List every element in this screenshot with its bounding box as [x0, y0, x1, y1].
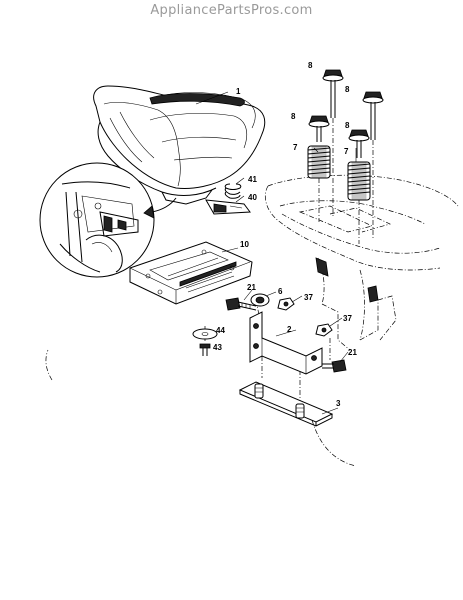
callout-43: 43 [213, 343, 222, 352]
bolt-8-right-top [362, 91, 384, 140]
callout-1: 1 [236, 87, 241, 96]
callout-labels: 1 2 3 6 7 7 8 8 8 8 10 21 21 37 37 40 41… [213, 61, 357, 408]
callout-8-top-left: 8 [308, 61, 313, 70]
callout-10: 10 [240, 240, 249, 249]
seat-pan [129, 241, 253, 305]
callout-41: 41 [248, 175, 257, 184]
screw-43 [199, 343, 211, 356]
bolt-8-left-top [322, 69, 344, 118]
plate-3 [238, 381, 334, 427]
callout-37-upper: 37 [304, 293, 313, 302]
callout-7-right: 7 [344, 147, 349, 156]
leader-lines [195, 91, 357, 415]
nut-37-upper [277, 297, 295, 311]
site-watermark: AppliancePartsPros.com [150, 3, 313, 18]
latch-parts [205, 183, 251, 215]
callout-2: 2 [287, 325, 292, 334]
nut-37-lower [315, 323, 333, 337]
callout-7-left: 7 [293, 143, 298, 152]
bolt-21-right [322, 359, 347, 373]
latch-detail-circle [39, 162, 177, 278]
callout-8-mid-left: 8 [291, 112, 296, 121]
callout-6: 6 [278, 287, 283, 296]
callout-3: 3 [336, 399, 341, 408]
seat [93, 85, 266, 205]
bracket-2 [249, 311, 323, 375]
callout-8-mid-right: 8 [345, 121, 350, 130]
callout-37-lower: 37 [343, 314, 352, 323]
callout-40: 40 [248, 193, 257, 202]
spring-7-right [347, 161, 371, 201]
callout-8-top-right: 8 [345, 85, 350, 94]
bolt-8-right-mid [348, 129, 370, 158]
bolt-21-left [225, 297, 257, 311]
tractor-frame-outline [45, 174, 459, 467]
bolt-8-left-mid [308, 115, 330, 142]
callout-21-left: 21 [247, 283, 256, 292]
callout-21-right: 21 [348, 348, 357, 357]
nut-6 [250, 293, 270, 307]
washer-44 [192, 328, 218, 340]
spring-7-left [307, 145, 331, 179]
callout-44: 44 [216, 326, 225, 335]
